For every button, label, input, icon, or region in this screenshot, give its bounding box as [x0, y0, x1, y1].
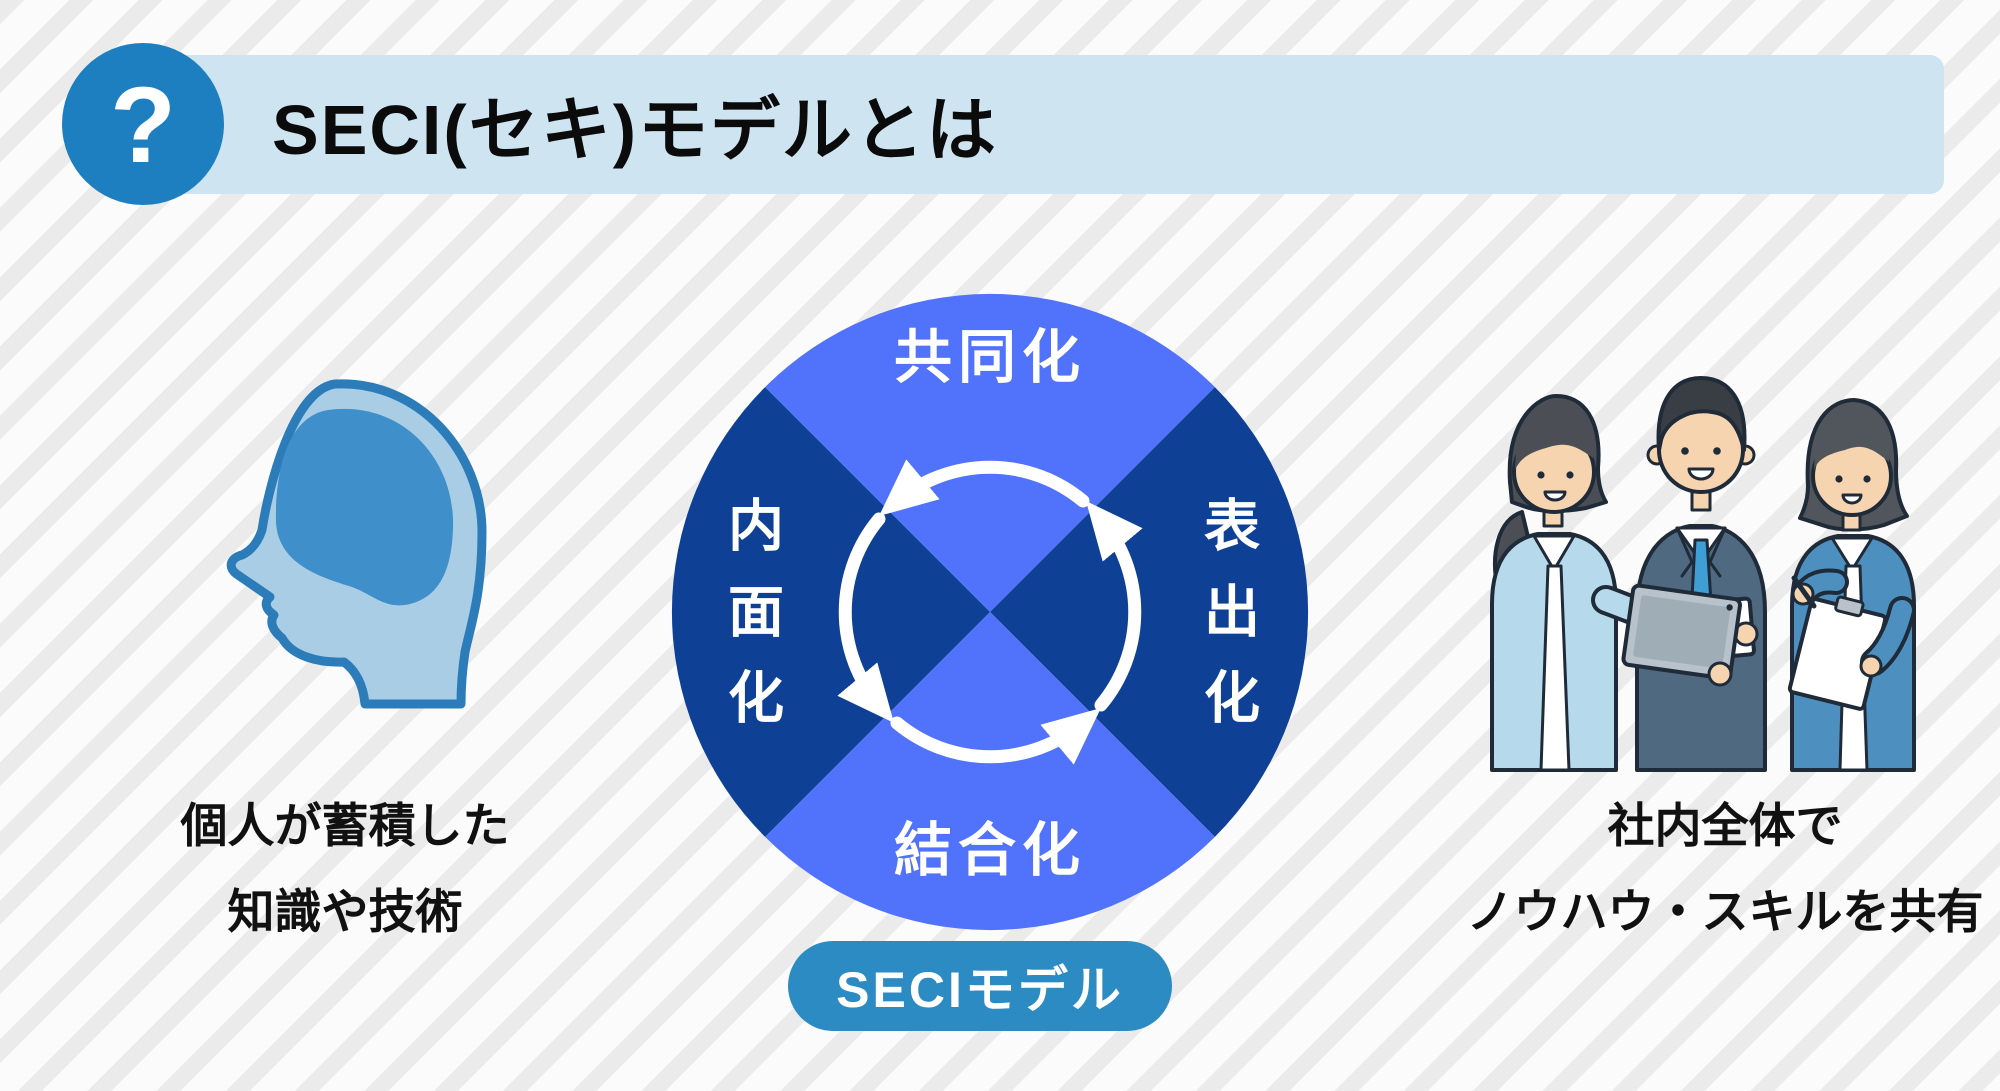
cycle-arrows — [837, 459, 1143, 765]
arrow-top-left — [879, 459, 1090, 516]
header-banner — [140, 55, 1944, 194]
label-internalization: 内面化 — [720, 496, 784, 754]
eye — [1537, 471, 1545, 479]
page-title: SECI(セキ)モデルとは — [272, 91, 998, 169]
shirt — [1532, 534, 1576, 572]
question-glyph: ? — [110, 63, 176, 185]
hand-holding-tablet — [1707, 661, 1733, 687]
right-caption-line2: ノウハウ・スキルを共有 — [1466, 885, 1984, 938]
person-middle-man — [1632, 376, 1767, 772]
label-combination: 結合化 — [893, 818, 1087, 883]
seci-model-badge-label: SECIモデル — [836, 962, 1124, 1018]
shirt — [1830, 536, 1874, 572]
left-caption-line2: 知識や技術 — [227, 885, 463, 938]
left-caption: 個人が蓄積した 知識や技術 — [95, 783, 595, 955]
arrow-left-down — [837, 512, 894, 723]
hair-fringe — [1814, 412, 1890, 470]
right-caption-line1: 社内全体で — [1607, 799, 1843, 852]
smile — [1543, 490, 1567, 502]
quadrant-top-socialization — [765, 293, 1215, 612]
lapel — [1708, 526, 1727, 578]
eye — [1566, 471, 1574, 479]
label-externalization: 表出化 — [1196, 496, 1260, 754]
eye — [1863, 475, 1871, 483]
lapel — [1675, 526, 1694, 578]
quadrant-left-internalization — [671, 387, 990, 837]
tablet — [1621, 583, 1742, 687]
person-right-woman — [1787, 398, 1916, 772]
brain-shape — [275, 408, 454, 606]
hair-fringe — [1515, 410, 1594, 470]
hair — [1656, 376, 1747, 452]
label-socialization: 共同化 — [893, 325, 1087, 390]
smile — [1841, 493, 1863, 505]
blouse — [1539, 564, 1571, 772]
eye — [1681, 447, 1689, 455]
eye — [1713, 447, 1721, 455]
right-caption: 社内全体で ノウハウ・スキルを共有 — [1430, 783, 2000, 955]
smile — [1687, 467, 1715, 481]
eye — [1835, 475, 1843, 483]
seci-cycle-diagram — [671, 293, 1309, 931]
arrow-right-up — [1086, 501, 1143, 712]
question-mark-icon: ? — [62, 43, 224, 205]
hand — [1859, 654, 1883, 678]
head-profile-brain-illustration — [226, 379, 487, 709]
three-people-illustration — [1490, 376, 1916, 772]
pen — [1791, 575, 1817, 609]
quadrant-right-externalization — [990, 387, 1309, 837]
person-left-woman — [1490, 394, 1684, 772]
left-caption-line1: 個人が蓄積した — [180, 799, 510, 852]
arrow-bottom-right — [890, 708, 1101, 765]
tablet-camera — [1726, 604, 1733, 611]
seci-model-badge: SECIモデル — [788, 941, 1172, 1031]
quadrant-bottom-combination — [765, 612, 1215, 931]
